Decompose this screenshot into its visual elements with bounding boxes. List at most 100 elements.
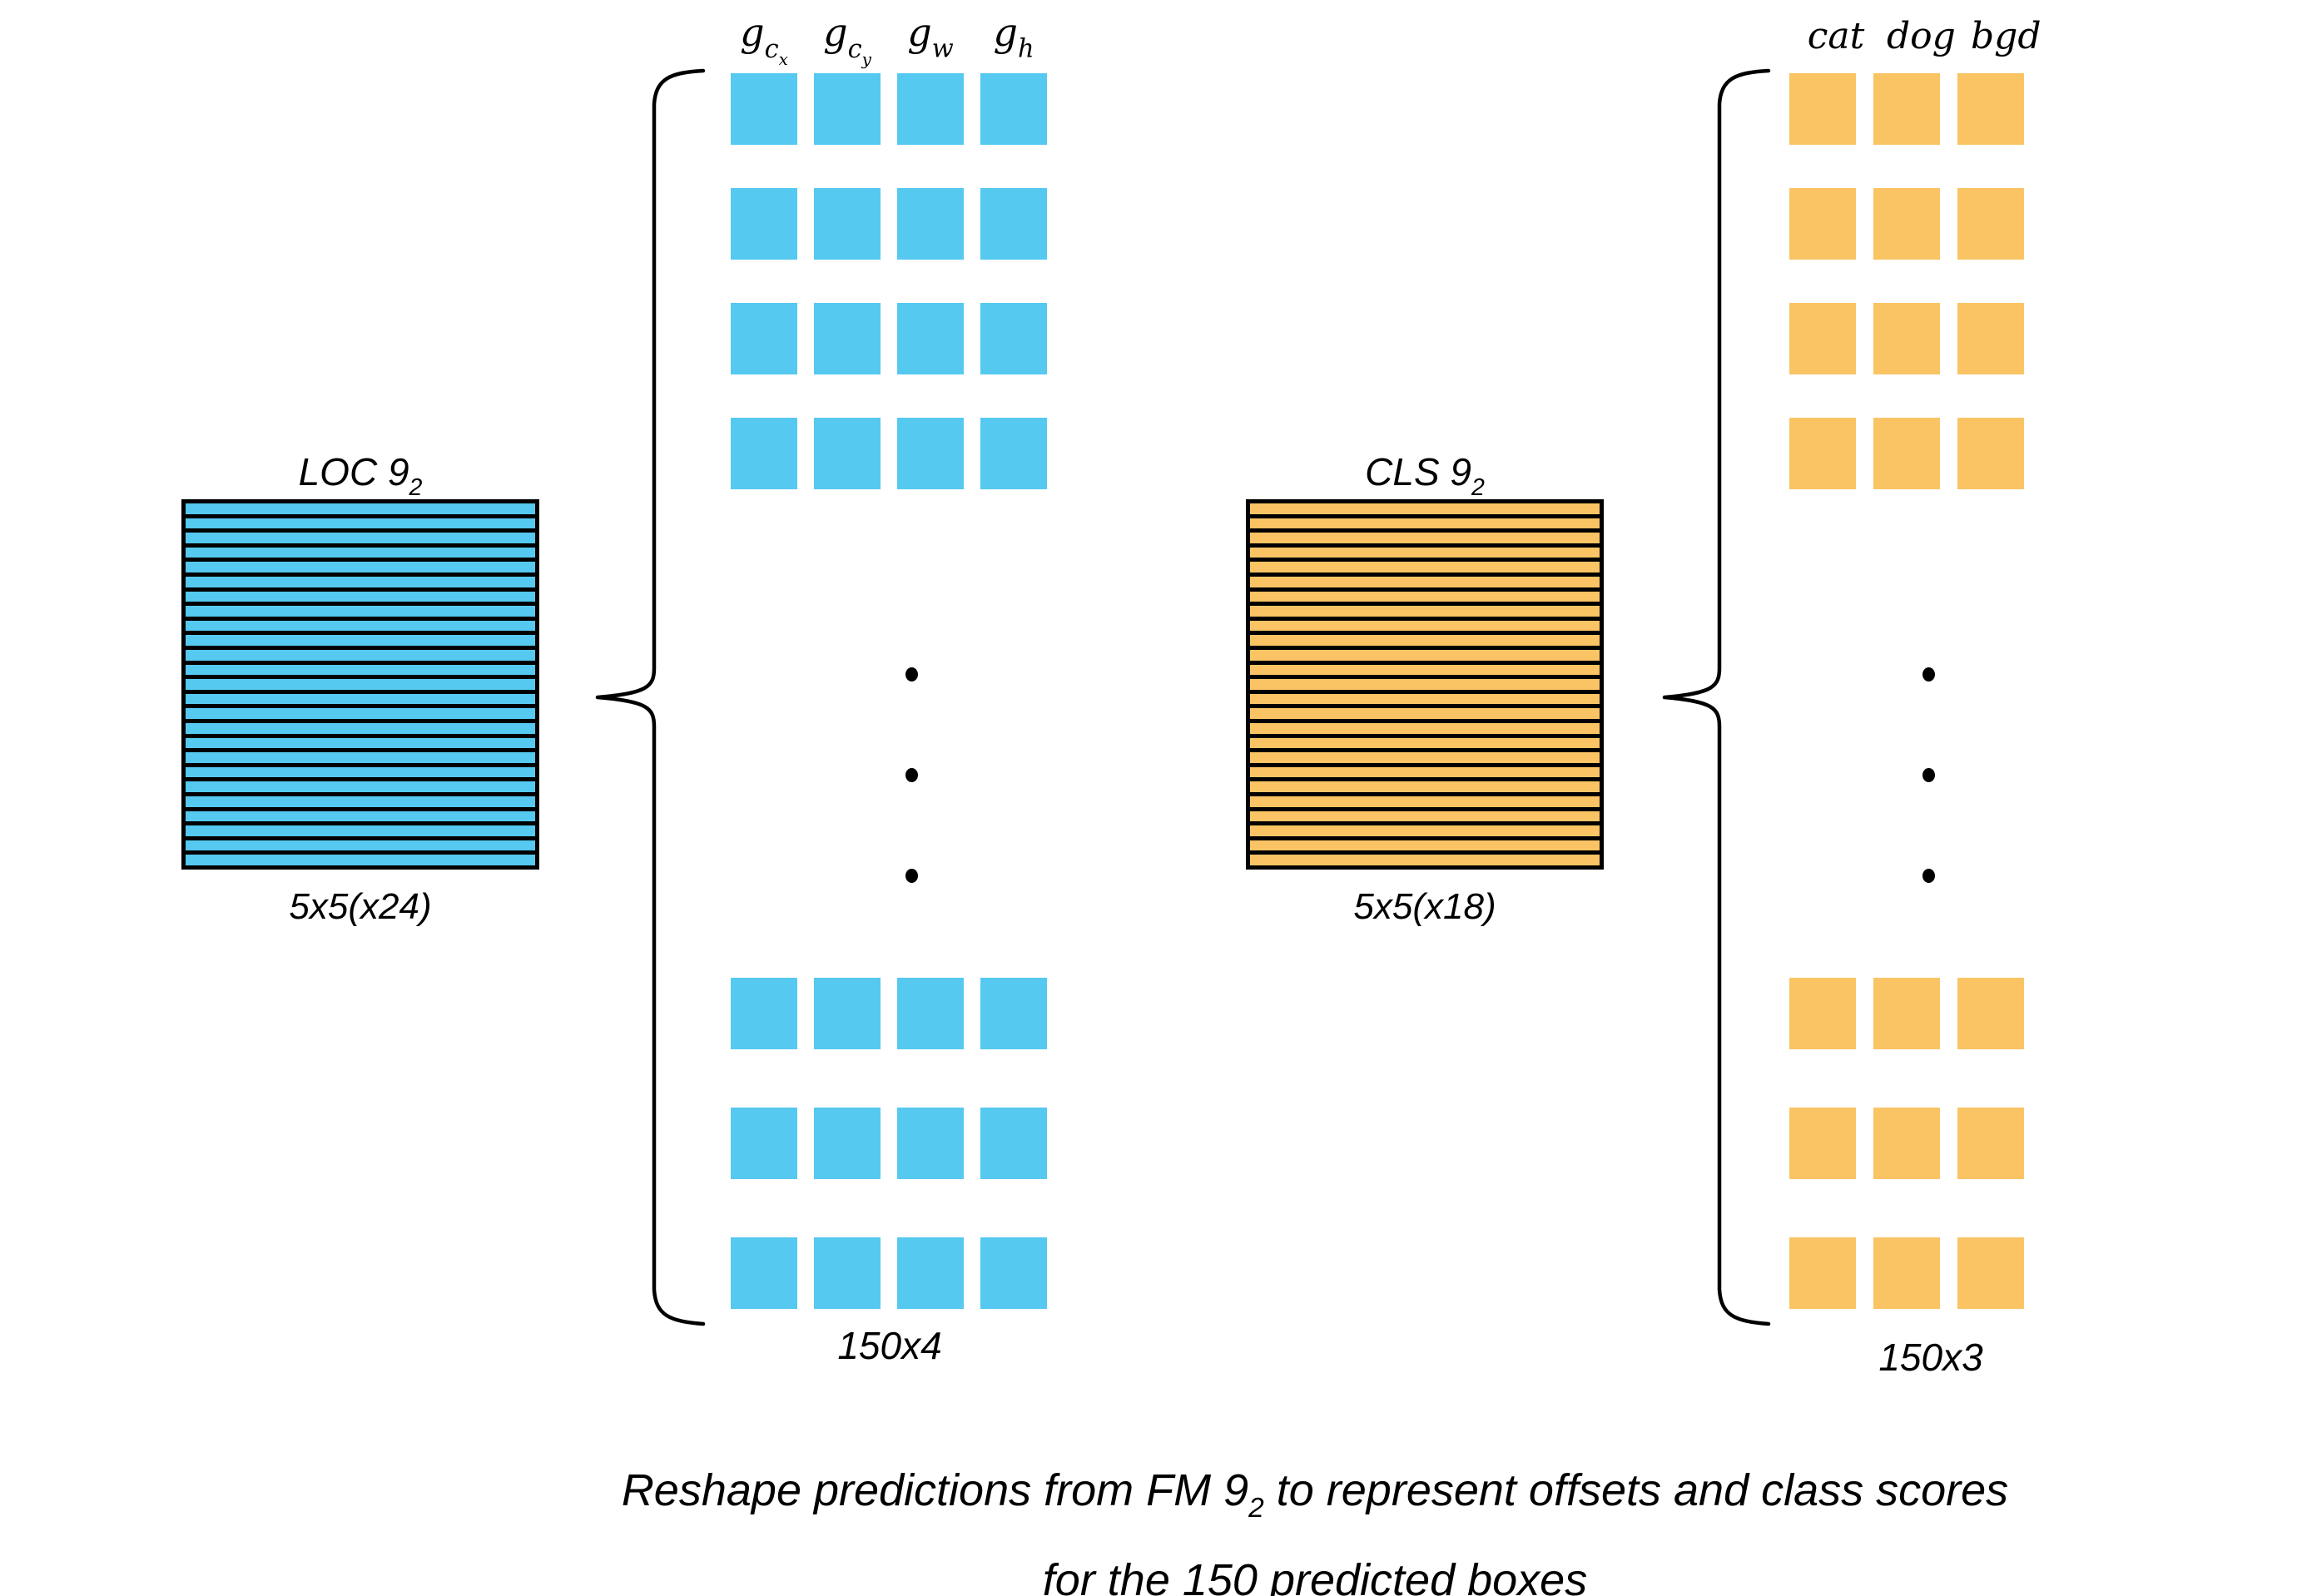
loc-feature-map-grid xyxy=(181,499,539,870)
loc-grid-cell xyxy=(186,547,535,558)
score-column-header: bgd xyxy=(1971,15,2042,57)
ellipsis-dot xyxy=(905,667,918,682)
offset-square xyxy=(814,1237,881,1309)
offset-square xyxy=(897,73,964,145)
score-square xyxy=(1873,418,1940,489)
offset-square xyxy=(980,1108,1047,1179)
right-curly-brace-icon xyxy=(1662,68,1771,1326)
loc-grid-cell xyxy=(186,825,535,836)
offset-square xyxy=(897,978,964,1049)
loc-grid-cell xyxy=(186,693,535,705)
offset-column-header: gcx xyxy=(740,10,788,69)
offset-square xyxy=(731,1237,797,1309)
cls-grid-cell xyxy=(1250,649,1600,661)
offset-square xyxy=(980,303,1047,374)
offset-square xyxy=(897,188,964,260)
cls-grid-cell xyxy=(1250,810,1600,822)
offset-square xyxy=(731,188,797,260)
offset-square xyxy=(731,73,797,145)
cls-grid-cell xyxy=(1250,796,1600,807)
loc-grid-cell xyxy=(186,737,535,749)
loc-grid-cell xyxy=(186,533,535,543)
offset-square xyxy=(980,188,1047,260)
score-square xyxy=(1873,1237,1940,1309)
score-square xyxy=(1873,73,1940,145)
cls-grid-title-subscript: 2 xyxy=(1471,473,1485,501)
scores-ellipsis xyxy=(1922,667,1935,883)
cls-grid-cell xyxy=(1250,679,1600,690)
loc-grid-cell xyxy=(186,620,535,632)
score-square xyxy=(1957,1108,2024,1179)
offset-square xyxy=(814,303,881,374)
score-square xyxy=(1957,1237,2024,1309)
score-column-header: cat xyxy=(1807,15,1865,57)
cls-grid-title: CLS 92 xyxy=(1246,451,1604,501)
loc-grid-cell xyxy=(186,679,535,690)
score-square xyxy=(1789,1108,1856,1179)
offset-square xyxy=(980,73,1047,145)
cls-grid-cell xyxy=(1250,518,1600,529)
cls-grid-cell xyxy=(1250,533,1600,543)
offset-square xyxy=(731,1108,797,1179)
cls-grid-cell xyxy=(1250,825,1600,836)
offset-square xyxy=(731,978,797,1049)
score-square xyxy=(1789,188,1856,260)
scores-matrix-size-label: 150x3 xyxy=(1878,1336,1983,1379)
caption-line1-subscript: 2 xyxy=(1248,1493,1264,1524)
offset-column-header: gw xyxy=(907,10,954,64)
offset-square xyxy=(897,1108,964,1179)
loc-grid-cell xyxy=(186,518,535,529)
score-square xyxy=(1873,978,1940,1049)
cls-grid-cell xyxy=(1250,591,1600,602)
score-square xyxy=(1957,73,2024,145)
loc-grid-cell xyxy=(186,708,535,719)
ellipsis-dot xyxy=(1922,768,1935,782)
cls-grid-cell xyxy=(1250,562,1600,572)
score-square xyxy=(1957,188,2024,260)
loc-grid-cell xyxy=(186,576,535,587)
score-square xyxy=(1873,1108,1940,1179)
score-square xyxy=(1789,418,1856,489)
caption-line-1: Reshape predictions from FM 92 to repres… xyxy=(316,1455,2297,1544)
offset-square xyxy=(897,303,964,374)
score-column-header: dog xyxy=(1887,15,1956,57)
cls-grid-cell xyxy=(1250,766,1600,778)
cls-grid-cell xyxy=(1250,576,1600,587)
caption: Reshape predictions from FM 92 to repres… xyxy=(316,1455,2297,1596)
loc-grid-cell xyxy=(186,591,535,602)
ellipsis-dot xyxy=(1922,869,1935,883)
cls-feature-map-grid xyxy=(1246,499,1604,870)
cls-grid-cell xyxy=(1250,664,1600,676)
cls-grid-title-text: CLS 9 xyxy=(1365,450,1471,493)
cls-grid-cell xyxy=(1250,547,1600,558)
offset-square xyxy=(814,1108,881,1179)
offsets-matrix-top-rows xyxy=(731,73,1047,489)
offset-square xyxy=(980,978,1047,1049)
cls-grid-cell xyxy=(1250,722,1600,734)
cls-grid-cell xyxy=(1250,781,1600,792)
caption-line1-pre: Reshape predictions from FM 9 xyxy=(621,1465,1249,1515)
left-curly-brace-icon xyxy=(595,68,706,1326)
scores-matrix-top-rows xyxy=(1789,73,2024,489)
cls-grid-cell xyxy=(1250,693,1600,705)
loc-grid-cell xyxy=(186,606,535,617)
loc-grid-cell xyxy=(186,840,535,851)
offsets-ellipsis xyxy=(905,667,918,883)
score-square xyxy=(1957,303,2024,374)
cls-grid-cell xyxy=(1250,606,1600,617)
score-square xyxy=(1873,303,1940,374)
scores-matrix-bottom-rows xyxy=(1789,978,2024,1309)
loc-grid-cell xyxy=(186,810,535,822)
loc-size-label: 5x5(x24) xyxy=(289,886,432,927)
offset-square xyxy=(731,303,797,374)
loc-grid-cell xyxy=(186,503,535,514)
offset-square xyxy=(814,188,881,260)
loc-grid-cell xyxy=(186,722,535,734)
cls-grid-cell xyxy=(1250,855,1600,865)
cls-grid-cell xyxy=(1250,620,1600,632)
score-square xyxy=(1789,1237,1856,1309)
cls-grid-cell xyxy=(1250,737,1600,749)
